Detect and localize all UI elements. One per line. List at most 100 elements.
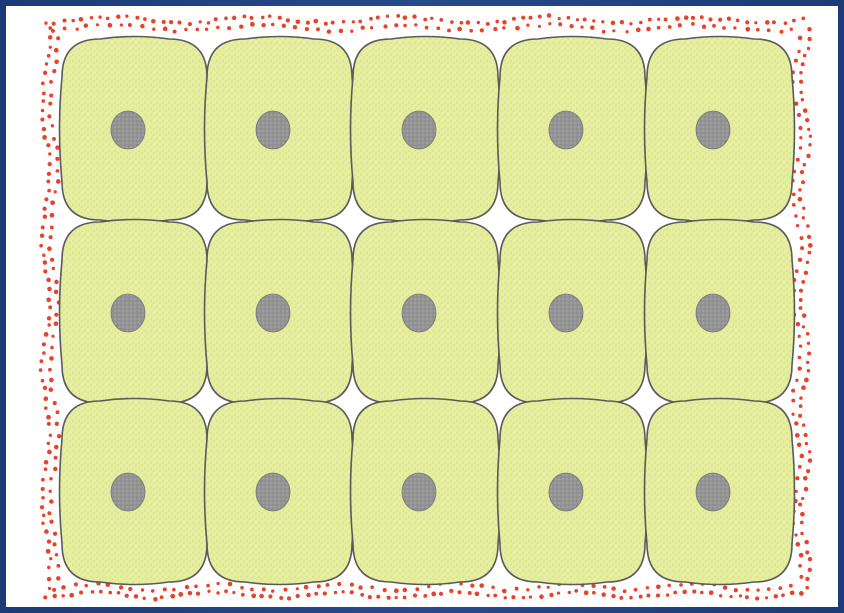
extracellular-dot xyxy=(395,596,398,599)
extracellular-dot xyxy=(502,26,506,30)
extracellular-dot xyxy=(296,19,301,24)
extracellular-dot xyxy=(350,30,353,33)
extracellular-dot xyxy=(808,458,812,462)
nucleus-icon xyxy=(549,294,583,332)
extracellular-dot xyxy=(48,162,52,166)
extracellular-dot xyxy=(163,26,168,31)
cell-r2-c5 xyxy=(645,220,795,406)
extracellular-dot xyxy=(314,592,318,596)
extracellular-dot xyxy=(800,532,804,536)
extracellular-dot xyxy=(52,594,56,598)
extracellular-dot xyxy=(548,22,551,25)
nucleus-icon xyxy=(549,111,583,149)
extracellular-dot xyxy=(801,17,805,21)
extracellular-dot xyxy=(436,26,440,30)
extracellular-dot xyxy=(216,582,219,585)
extracellular-dot xyxy=(804,271,808,275)
extracellular-dot xyxy=(342,20,346,24)
extracellular-dot xyxy=(538,25,541,28)
extracellular-dot xyxy=(44,467,48,471)
extracellular-dot xyxy=(460,21,464,25)
extracellular-dot xyxy=(781,593,785,597)
extracellular-dot xyxy=(430,17,433,20)
extracellular-dot xyxy=(794,533,797,536)
extracellular-dot xyxy=(502,20,507,25)
extracellular-dot xyxy=(44,529,49,534)
cell-r3-c3 xyxy=(351,399,501,585)
extracellular-dot xyxy=(457,27,462,32)
extracellular-dot xyxy=(61,585,66,590)
extracellular-dot xyxy=(646,27,651,32)
extracellular-dot xyxy=(232,16,236,20)
extracellular-dot xyxy=(477,21,480,24)
extracellular-dot xyxy=(134,594,139,599)
extracellular-dot xyxy=(216,26,219,29)
extracellular-dot xyxy=(49,80,53,84)
extracellular-dot xyxy=(47,114,51,118)
extracellular-dot xyxy=(47,422,51,426)
extracellular-dot xyxy=(805,442,808,445)
extracellular-dot xyxy=(54,313,58,317)
extracellular-dot xyxy=(804,378,809,383)
extracellular-dot xyxy=(153,597,158,602)
extracellular-dot xyxy=(427,585,430,588)
extracellular-dot xyxy=(629,596,633,600)
extracellular-dot xyxy=(702,25,706,29)
extracellular-dot xyxy=(794,214,797,217)
extracellular-dot xyxy=(45,62,48,65)
extracellular-dot xyxy=(486,594,489,597)
extracellular-dot xyxy=(495,20,499,24)
extracellular-dot xyxy=(383,588,387,592)
extracellular-dot xyxy=(135,16,139,20)
extracellular-dot xyxy=(592,19,595,22)
extracellular-dot xyxy=(370,26,373,29)
nucleus-icon xyxy=(549,473,583,511)
extracellular-dot xyxy=(423,594,427,598)
extracellular-dot xyxy=(350,582,354,586)
extracellular-dot xyxy=(44,197,48,201)
extracellular-dot xyxy=(140,24,144,28)
nucleus-icon xyxy=(256,473,290,511)
extracellular-dot xyxy=(807,235,811,239)
extracellular-dot xyxy=(42,91,46,95)
extracellular-dot xyxy=(47,442,50,445)
extracellular-dot xyxy=(262,587,266,591)
extracellular-dot xyxy=(803,476,808,481)
extracellular-dot xyxy=(756,588,759,591)
extracellular-dot xyxy=(800,246,804,250)
extracellular-dot xyxy=(341,590,344,593)
extracellular-dot xyxy=(623,589,627,593)
extracellular-dot xyxy=(224,16,228,20)
extracellular-dot xyxy=(268,594,272,598)
extracellular-dot xyxy=(798,197,803,202)
extracellular-dot xyxy=(790,590,795,595)
extracellular-dot xyxy=(250,588,254,592)
extracellular-dot xyxy=(152,27,155,30)
extracellular-dot xyxy=(807,27,812,32)
extracellular-dot xyxy=(98,15,101,18)
extracellular-dot xyxy=(611,21,616,26)
extracellular-dot xyxy=(49,93,53,97)
extracellular-dot xyxy=(278,16,282,20)
extracellular-dot xyxy=(733,26,736,29)
extracellular-dot xyxy=(799,91,802,94)
extracellular-dot xyxy=(306,21,310,25)
extracellular-dot xyxy=(539,594,544,599)
nucleus-icon xyxy=(402,294,436,332)
extracellular-dot xyxy=(558,22,562,26)
extracellular-dot xyxy=(806,261,809,264)
extracellular-dot xyxy=(42,342,46,346)
extracellular-dot xyxy=(53,532,57,536)
extracellular-dot xyxy=(51,335,54,338)
extracellular-dot xyxy=(306,593,311,598)
extracellular-dot xyxy=(323,591,327,595)
extracellular-dot xyxy=(387,596,391,600)
extracellular-dot xyxy=(48,587,51,590)
extracellular-dot xyxy=(403,596,407,600)
extracellular-dot xyxy=(799,298,803,302)
extracellular-dot xyxy=(51,124,54,127)
extracellular-dot xyxy=(41,496,45,500)
extracellular-dot xyxy=(806,154,810,158)
extracellular-dot xyxy=(403,24,407,28)
